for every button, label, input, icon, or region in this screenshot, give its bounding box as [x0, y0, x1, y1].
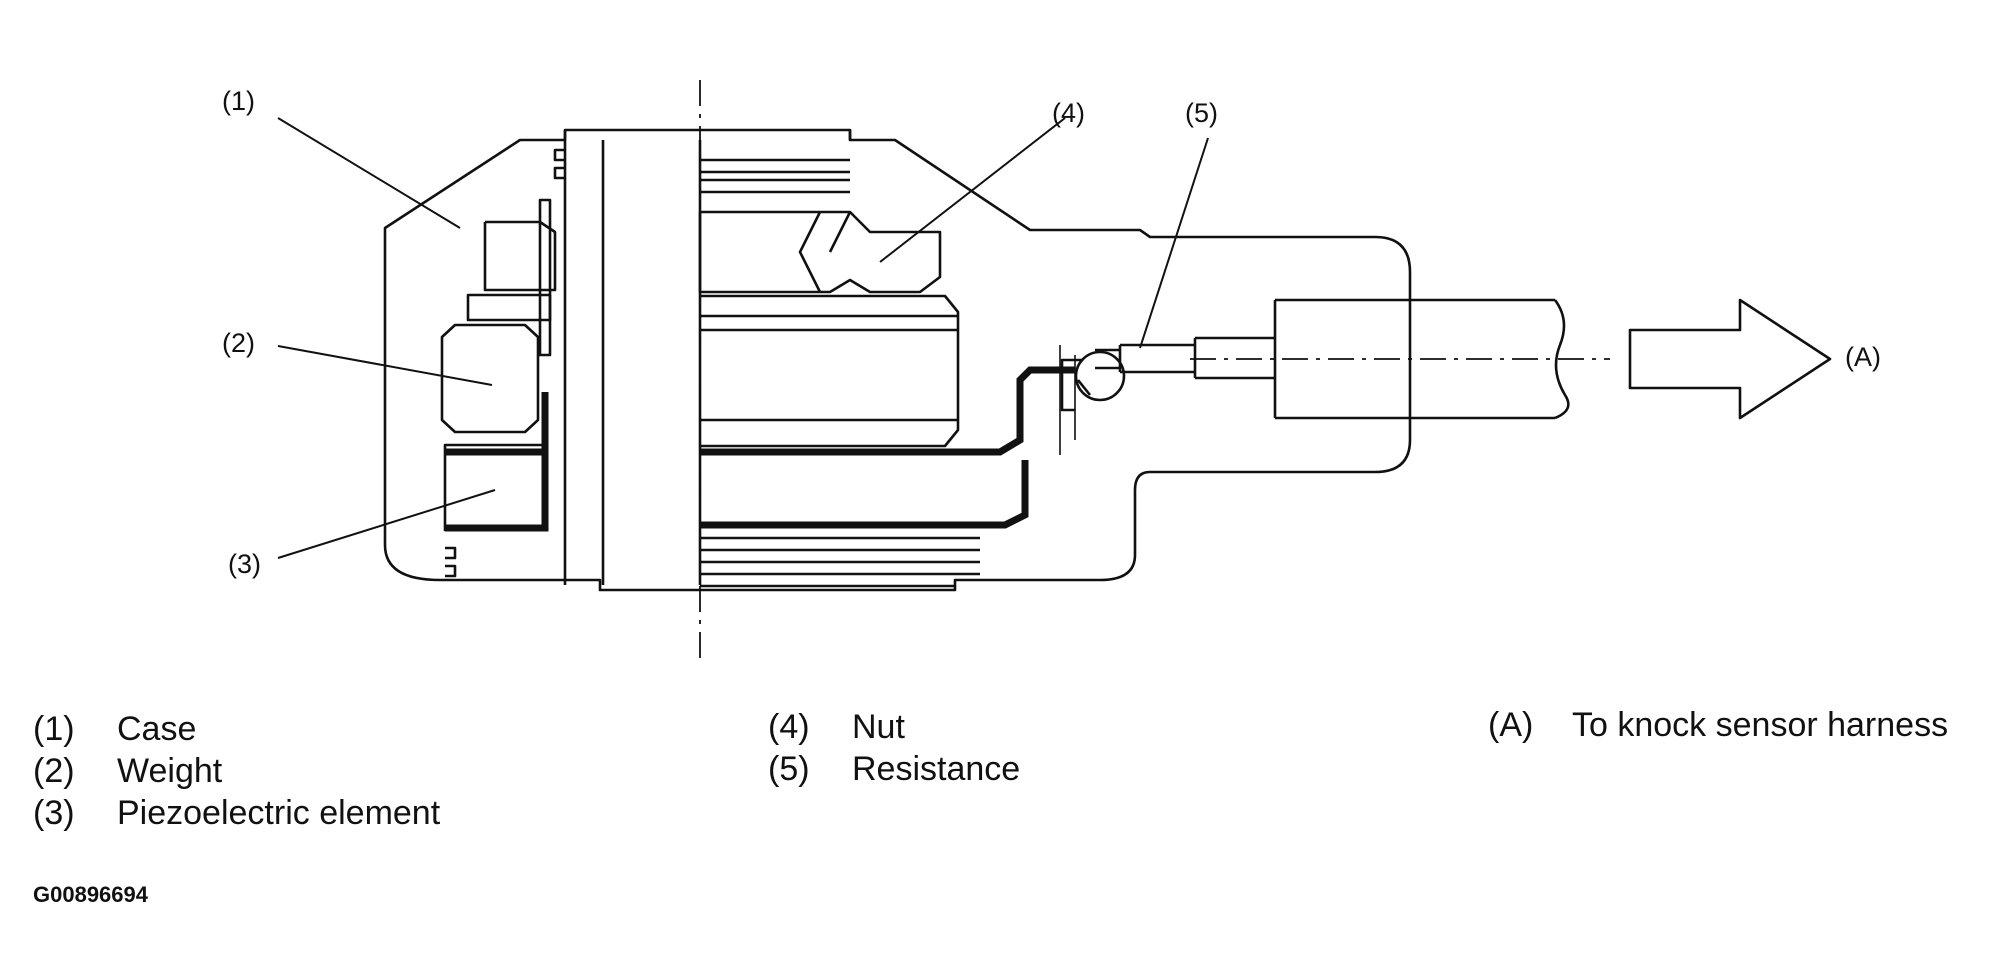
- legend-item-harness: (A)To knock sensor harness: [1488, 706, 1949, 744]
- harness-connector: [1095, 298, 1555, 420]
- legend-column-3: (A)To knock sensor harness: [1488, 704, 1948, 746]
- callout-2: (2): [222, 328, 255, 358]
- callout-5: (5): [1185, 98, 1218, 128]
- piezo-shape: [443, 443, 547, 532]
- legend-column-2: (4)Nut (5)Resistance: [768, 706, 1020, 790]
- legend-item-nut: (4)Nut: [768, 708, 905, 746]
- leader-lines: [277, 117, 1209, 559]
- signal-wire: [445, 366, 1075, 532]
- direction-arrow: [1628, 298, 1832, 420]
- legend-column-1: (1)Case (2)Weight (3)Piezoelectric eleme…: [33, 708, 440, 834]
- callout-1: (1): [222, 86, 255, 116]
- center-stud: [563, 140, 702, 585]
- legend-item-piezo: (3)Piezoelectric element: [33, 794, 441, 832]
- case-outline: [383, 128, 1412, 592]
- legend-item-weight: (2)Weight: [33, 752, 223, 790]
- callout-4: (4): [1052, 98, 1085, 128]
- nut-shape: [698, 210, 942, 294]
- legend-item-case: (1)Case: [33, 710, 197, 748]
- legend-item-resistance: (5)Resistance: [768, 750, 1021, 788]
- figure-code: G00896694: [33, 882, 148, 907]
- callout-3: (3): [228, 549, 261, 579]
- callout-A: (A): [1845, 342, 1881, 372]
- weight-shape: [440, 323, 540, 434]
